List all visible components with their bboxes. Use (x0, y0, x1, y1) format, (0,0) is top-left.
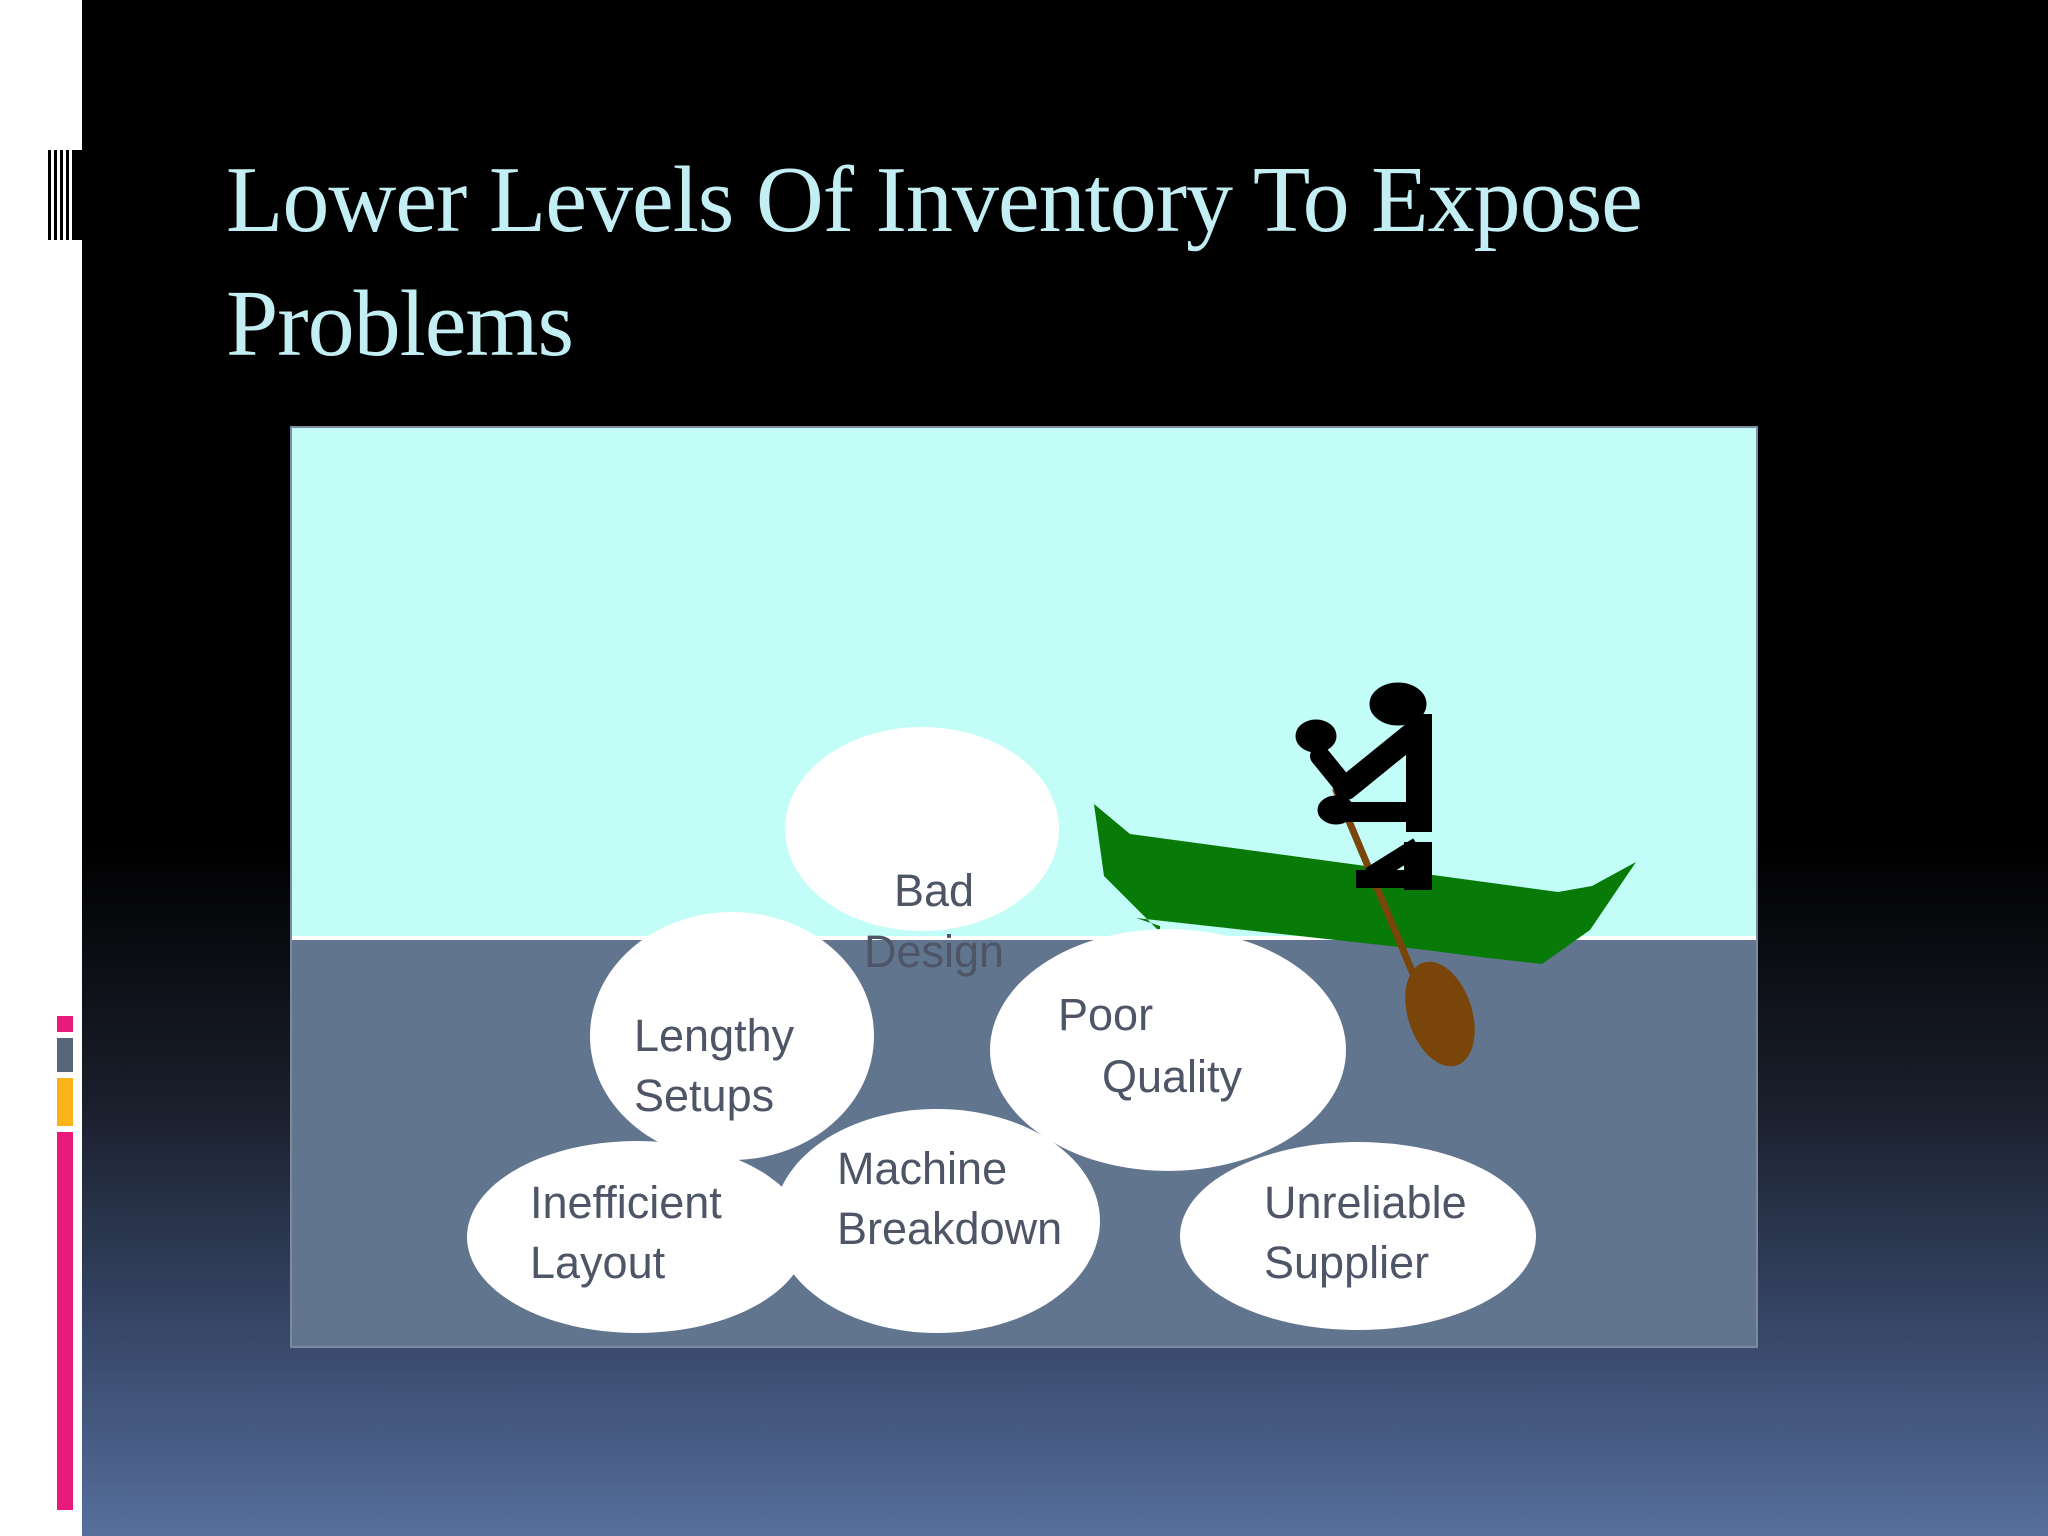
rower-hand-lower (1317, 795, 1355, 825)
problem-bubble-bad-design: Bad Design (785, 727, 1059, 977)
bubble-label-line1: Bad (894, 865, 974, 916)
bubble-label-line2: Setups (634, 1070, 774, 1121)
bubble-label-line1: Inefficient (530, 1177, 722, 1228)
rower-upper-arm (1334, 716, 1432, 800)
problem-bubble-inefficient-layout: Inefficient Layout (467, 1141, 807, 1333)
slide-title-line-2: Problems (226, 272, 574, 376)
problem-bubble-lengthy-setups: Lengthy Setups (590, 912, 874, 1160)
rower-hand-upper (1295, 719, 1337, 753)
bubble-label-line2: Breakdown (837, 1203, 1062, 1254)
slide-title: Lower Levels Of Inventory To Expose Prob… (226, 138, 1826, 386)
bubble-label-line2: Supplier (1264, 1237, 1429, 1288)
rower-figure (1295, 682, 1432, 890)
rower-forearm (1310, 746, 1356, 798)
vertical-line-decoration (48, 150, 82, 240)
bubble-label-line2: Layout (530, 1237, 666, 1288)
paddle-blade (1405, 961, 1475, 1067)
problem-bubble-unreliable-supplier: Unreliable Supplier (1180, 1142, 1536, 1330)
problem-bubble-poor-quality: Poor Quality (990, 929, 1346, 1171)
diagram-border (290, 426, 1758, 1348)
inventory-boat-diagram: Bad Design Lengthy Setups Poor Quality I… (290, 426, 1758, 1348)
accent-color-bars (57, 1016, 73, 1510)
problem-bubble-machine-breakdown: Machine Breakdown (774, 1109, 1100, 1333)
bubble-label-line1: Poor (1058, 989, 1153, 1040)
accent-bar-yellow (57, 1078, 73, 1126)
bubble-label-line2: Design (864, 926, 1004, 977)
rower-foot (1356, 870, 1408, 888)
accent-bar-pink-top (57, 1016, 73, 1032)
bubble-label-line2: Quality (1102, 1051, 1243, 1102)
accent-bar-pink (57, 1132, 73, 1510)
slide-title-line-1: Lower Levels Of Inventory To Expose (226, 148, 1643, 252)
accent-bar-gray (57, 1038, 73, 1072)
bubble-label-line1: Machine (837, 1143, 1007, 1194)
bubble-label-line1: Lengthy (634, 1010, 795, 1061)
bubble-label-line1: Unreliable (1264, 1177, 1467, 1228)
